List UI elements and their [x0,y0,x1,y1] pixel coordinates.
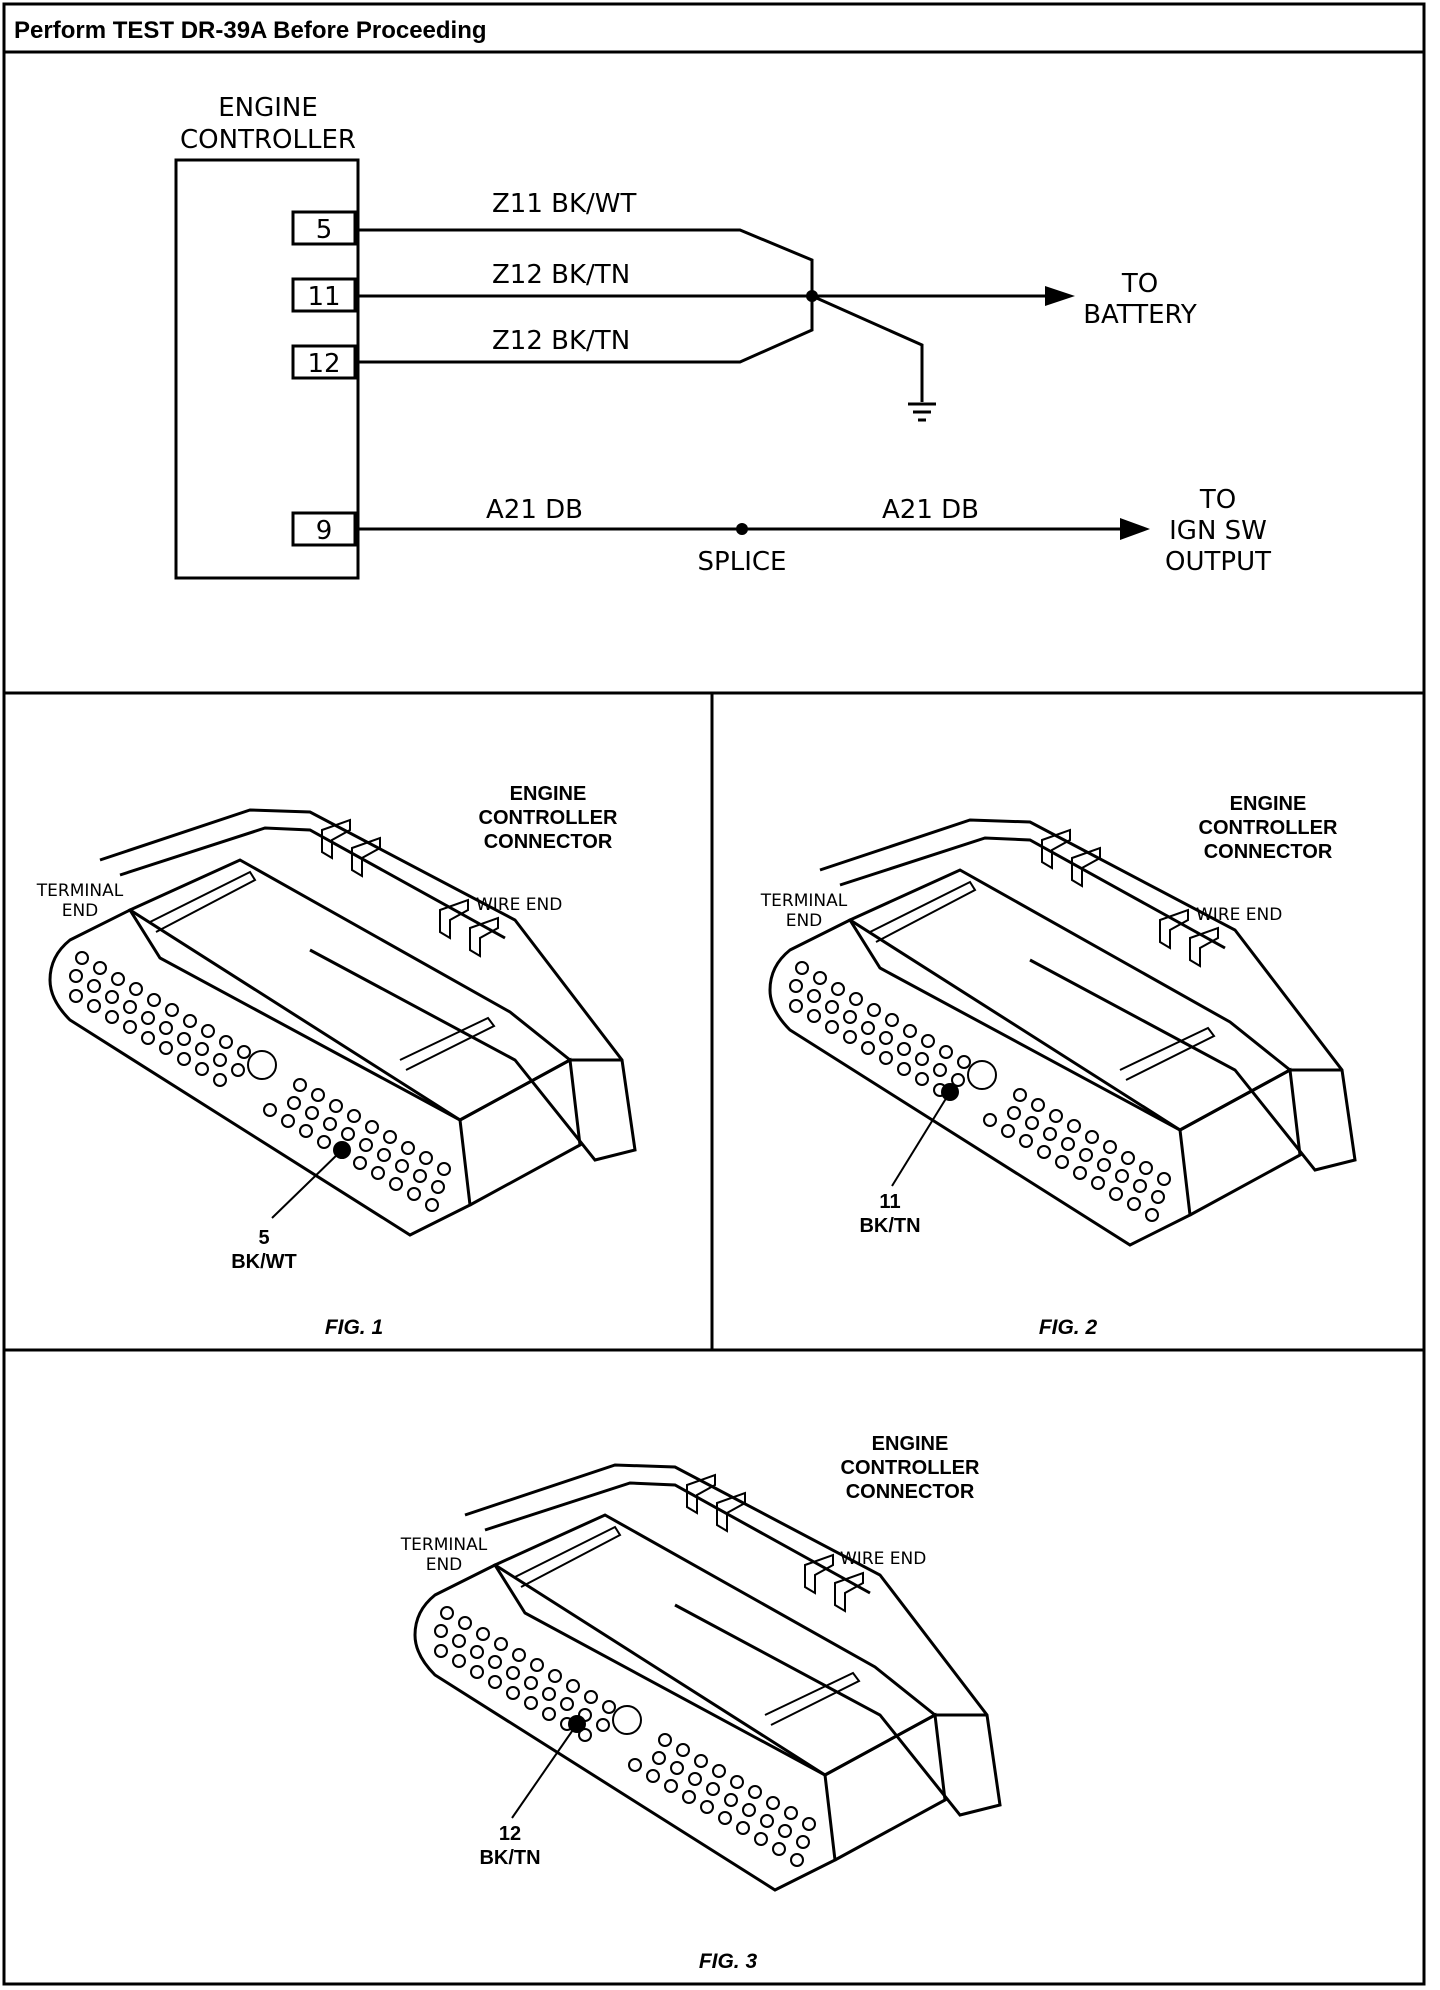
fig2-pin-number: 11 [879,1191,900,1213]
fig3-wire-end: WIRE END [840,1549,926,1569]
ground-icon [908,402,936,422]
figure-3: ENGINE CONTROLLER CONNECTOR TERMINAL END… [400,1433,1002,1973]
figure-1: ENGINE CONTROLLER CONNECTOR TERMINAL END… [36,783,637,1339]
pin-12-leader [511,1723,578,1819]
pin-11-box [291,277,357,313]
header-title: Perform TEST DR-39A Before Proceeding [14,17,487,44]
fig3-title-line1: ENGINE [872,1433,949,1455]
fig1-title-line3: CONNECTOR [484,831,613,853]
ign-label-line3: OUTPUT [1165,547,1271,577]
fig3-title-line3: CONNECTOR [846,1481,975,1503]
battery-label-line1: TO [1121,269,1158,299]
fig3-title-line2: CONTROLLER [841,1457,980,1479]
fig1-terminal-line2: END [62,901,99,921]
connector-drawing-1 [48,808,637,1237]
controller-label-line1: ENGINE [218,93,318,123]
ground-lead [811,294,924,402]
ign-label-line2: IGN SW [1169,516,1267,546]
fig2-terminal-line1: TERMINAL [760,891,848,911]
fig3-caption: FIG. 3 [699,1950,758,1973]
pin-5-leader [271,1149,343,1219]
engine-controller-box [174,158,360,580]
fig1-wire-color: BK/WT [231,1251,297,1273]
fig2-wire-end: WIRE END [1196,905,1282,925]
pin-12-box [291,344,357,380]
fig3-pin-number: 12 [499,1823,521,1845]
wiring-schematic: ENGINE CONTROLLER 5 11 12 9 Z11 BK/WT Z1… [174,93,1271,580]
fig3-wire-color: BK/TN [479,1847,540,1869]
wire-label-z12-a: Z12 BK/TN [492,260,630,290]
ign-arrow-icon [1120,518,1150,540]
wire-label-z11: Z11 BK/WT [492,189,637,219]
splice-dot [736,523,748,535]
fig1-terminal-line1: TERMINAL [36,881,124,901]
fig2-terminal-line2: END [786,911,823,931]
fig2-caption: FIG. 2 [1039,1316,1098,1339]
wire-label-a21-a: A21 DB [486,495,583,525]
pin-5-label: 5 [316,215,333,245]
wire-label-z12-b: Z12 BK/TN [492,326,630,356]
pin-9-label: 9 [316,516,333,546]
figure-2: ENGINE CONTROLLER CONNECTOR TERMINAL END… [760,793,1357,1339]
fig3-terminal-line2: END [426,1555,463,1575]
fig2-title-line1: ENGINE [1230,793,1307,815]
fig1-pin-number: 5 [258,1227,269,1249]
pin-12-label: 12 [307,349,340,379]
fig2-wire-color: BK/TN [859,1215,920,1237]
ign-label-line1: TO [1199,485,1236,515]
fig1-title-line1: ENGINE [510,783,587,805]
fig2-title-line3: CONNECTOR [1204,841,1333,863]
fig1-caption: FIG. 1 [325,1316,383,1339]
pin-9-box [291,511,357,547]
battery-arrow-icon [1045,286,1075,306]
wire-label-a21-b: A21 DB [882,495,979,525]
fig3-terminal-line1: TERMINAL [400,1535,488,1555]
fig1-wire-end: WIRE END [476,895,562,915]
pin-5-box [291,210,357,246]
controller-label-line2: CONTROLLER [180,125,356,155]
splice-label: SPLICE [698,547,787,577]
fig2-title-line2: CONTROLLER [1199,817,1338,839]
connector-drawing-2 [768,818,1357,1247]
pin-11-label: 11 [307,282,340,312]
pin-11-leader [891,1091,951,1187]
fig1-title-line2: CONTROLLER [479,807,618,829]
battery-label-line2: BATTERY [1083,300,1197,330]
